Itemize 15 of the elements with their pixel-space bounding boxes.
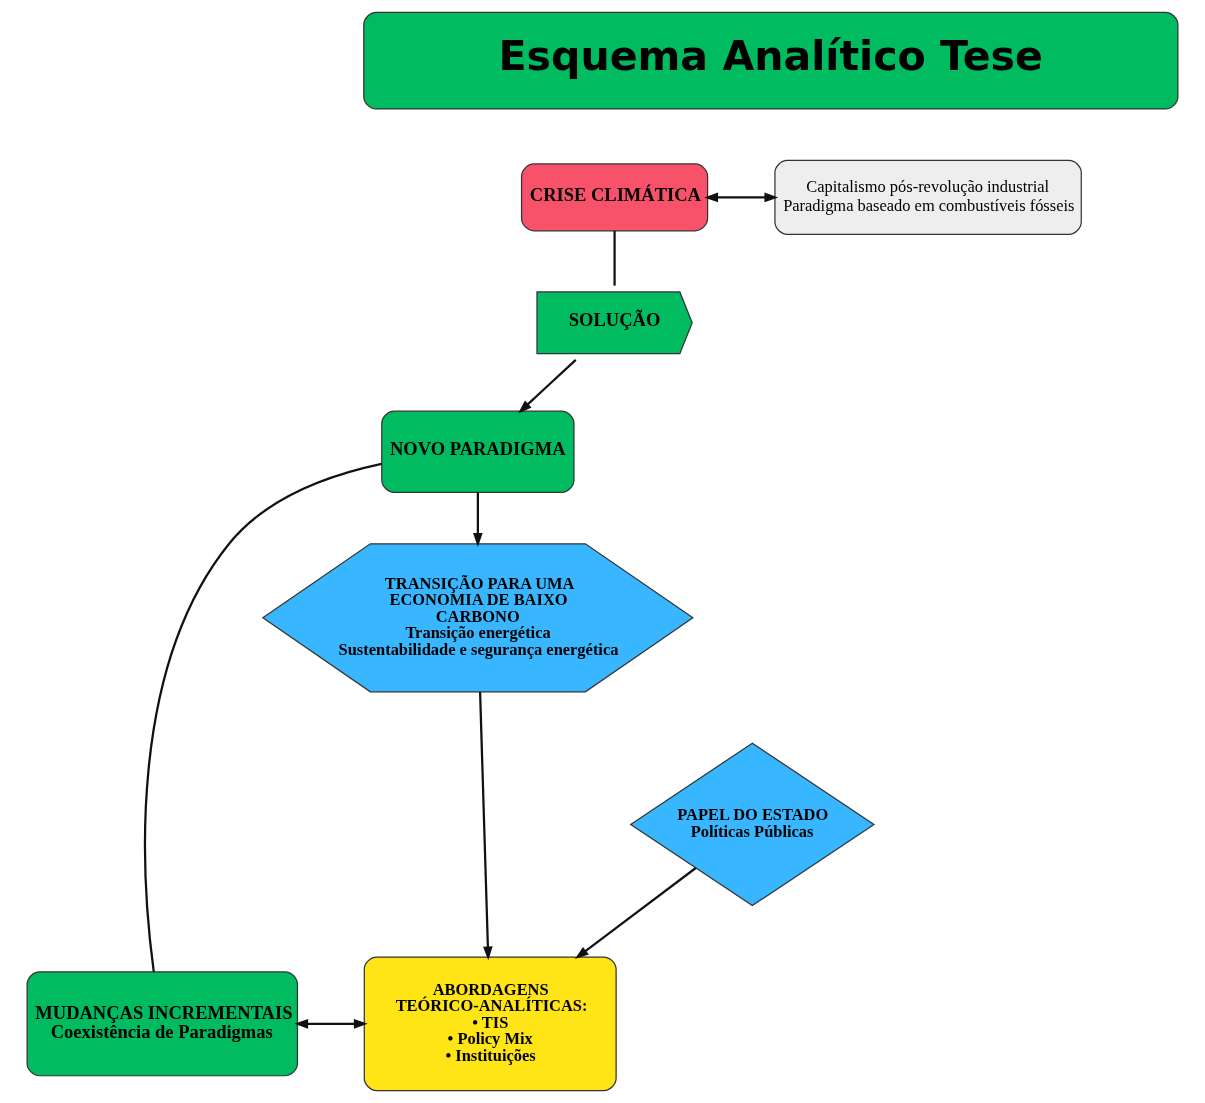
arrow [704,192,779,203]
node-box: ABORDAGENS TEÓRICO-ANALÍTICAS: • TIS • Policy Mix • Instituições [363,956,617,1092]
connector [143,462,382,972]
node-diamond: PAPEL DO ESTADO Políticas Públicas [629,742,876,907]
node-box: CRISE CLIMÁTICA [520,163,709,232]
arrow [574,867,697,960]
node-box: MUDANÇAS INCREMENTAIS Coexistência de Paradigmas [26,971,299,1077]
connector [613,230,616,286]
node-box: Esquema Analítico Tese [363,11,1179,110]
node-box: Capitalismo pós-revolução industrial Paradigma baseado em combustíveis fósseis [774,159,1082,235]
node-box: NOVO PARADIGMA [381,410,575,493]
arrow [473,492,483,547]
arrow [518,359,577,414]
arrow [294,1019,368,1029]
arrow [478,691,493,961]
